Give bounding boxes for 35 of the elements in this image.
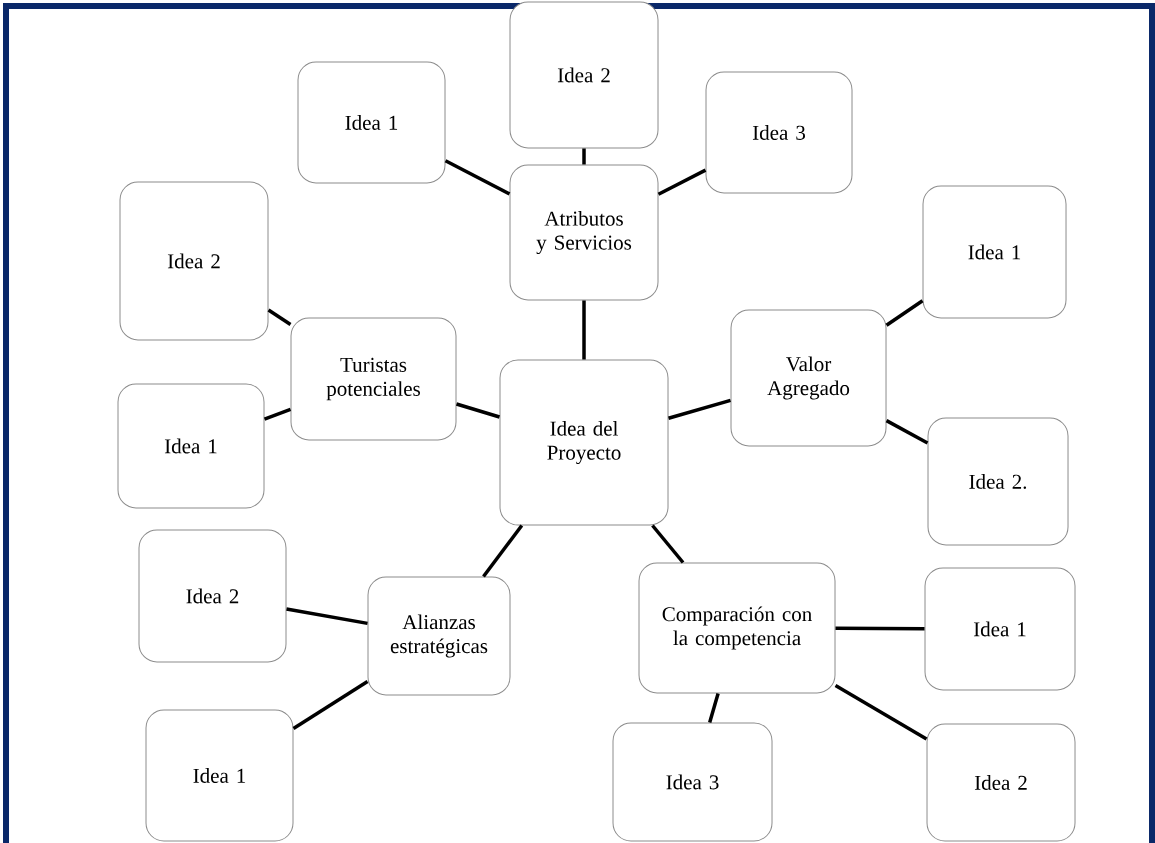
connector-line (835, 626, 925, 631)
connector-line (668, 398, 731, 420)
idea-box: Idea 2 (138, 529, 287, 663)
idea-box: Idea 1 (117, 383, 265, 509)
idea-box: Idea 3 (612, 722, 773, 842)
connector-line (885, 299, 924, 327)
idea-box: Idea 2 (926, 723, 1076, 842)
connector-line (657, 168, 707, 196)
topic-box: Alianzas estratégicas (367, 576, 511, 696)
connector-line (482, 524, 524, 578)
connector-line (286, 607, 368, 626)
connector-line (444, 159, 511, 196)
idea-box: Idea 1 (924, 567, 1076, 691)
idea-box: Idea 2. (927, 417, 1069, 546)
idea-box: Idea 2 (509, 1, 659, 149)
topic-box: Idea del Proyecto (499, 359, 669, 526)
topic-box: Comparación con la competencia (638, 562, 836, 694)
idea-box: Idea 1 (922, 185, 1067, 319)
connector-line (708, 693, 720, 723)
idea-box: Idea 2 (119, 181, 269, 341)
connector-line (834, 684, 928, 741)
idea-box: Idea 3 (705, 71, 853, 194)
connector-line (582, 148, 586, 165)
connector-line (456, 402, 500, 419)
topic-box: Valor Agregado (730, 309, 887, 447)
connector-line (263, 407, 292, 421)
topic-box: Atributos y Servicios (509, 164, 659, 301)
connector-line (885, 419, 929, 445)
connector-line (267, 308, 292, 326)
idea-box: Idea 1 (297, 61, 446, 184)
idea-box: Idea 1 (145, 709, 294, 842)
connector-line (582, 300, 586, 360)
connector-line (292, 679, 369, 731)
connector-line (651, 524, 685, 564)
topic-box: Turistas potenciales (290, 317, 457, 441)
